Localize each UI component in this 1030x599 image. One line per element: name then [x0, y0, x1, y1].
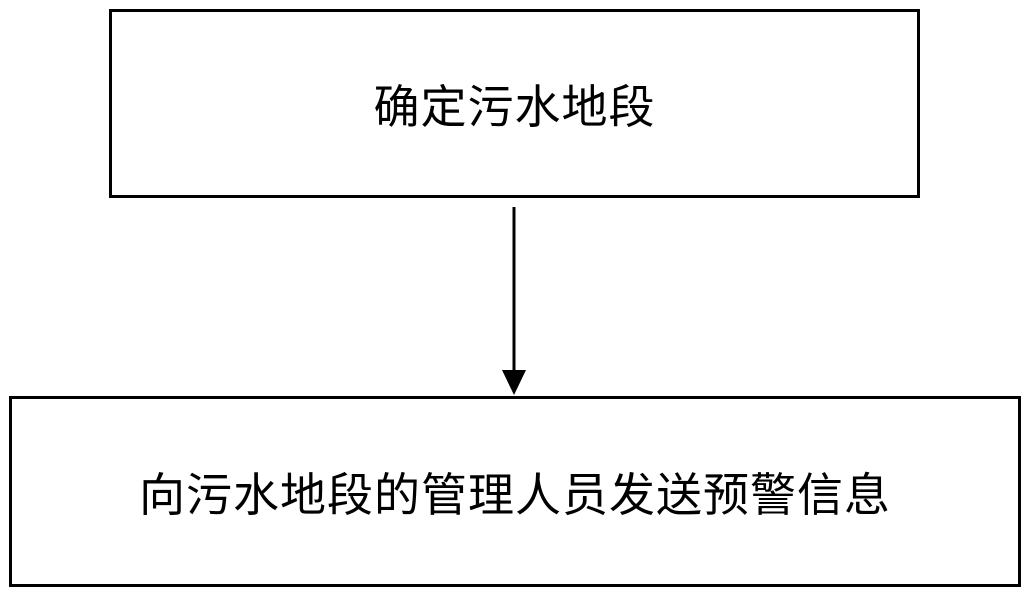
step-box-determine-sewage-section: 确定污水地段 — [109, 9, 920, 198]
step-label: 向污水地段的管理人员发送预警信息 — [139, 467, 891, 522]
step-box-send-warning: 向污水地段的管理人员发送预警信息 — [9, 396, 1021, 587]
arrowhead-icon — [502, 370, 526, 395]
step-label: 确定污水地段 — [373, 79, 656, 134]
